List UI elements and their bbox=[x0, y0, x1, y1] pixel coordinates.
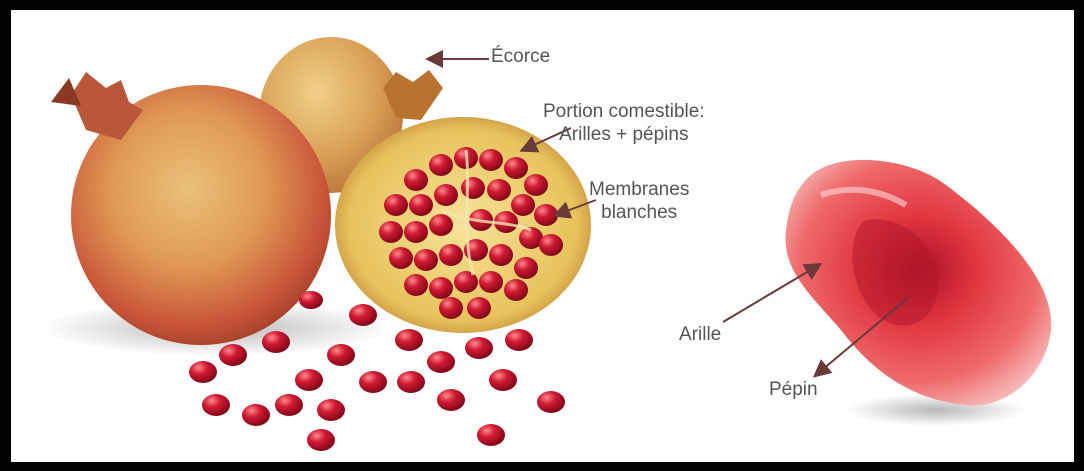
label-portion-comestible: Portion comestible: Arilles + pépins bbox=[543, 100, 705, 146]
label-arille: Arille bbox=[679, 323, 721, 346]
magnified-aril bbox=[785, 160, 1051, 406]
arrow-arille bbox=[723, 265, 819, 322]
label-membranes-line1: Membranes bbox=[589, 178, 689, 201]
label-pepin: Pépin bbox=[769, 378, 818, 401]
label-portion-line1: Portion comestible: bbox=[543, 100, 705, 123]
label-membranes-line2: blanches bbox=[589, 201, 689, 224]
label-membranes-blanches: Membranes blanches bbox=[589, 178, 689, 224]
illustration-panel: Écorce Portion comestible: Arilles + pép… bbox=[11, 10, 1074, 462]
pomegranate-illustration bbox=[11, 10, 1074, 462]
label-ecorce: Écorce bbox=[491, 45, 550, 68]
label-portion-line2: Arilles + pépins bbox=[543, 123, 705, 146]
